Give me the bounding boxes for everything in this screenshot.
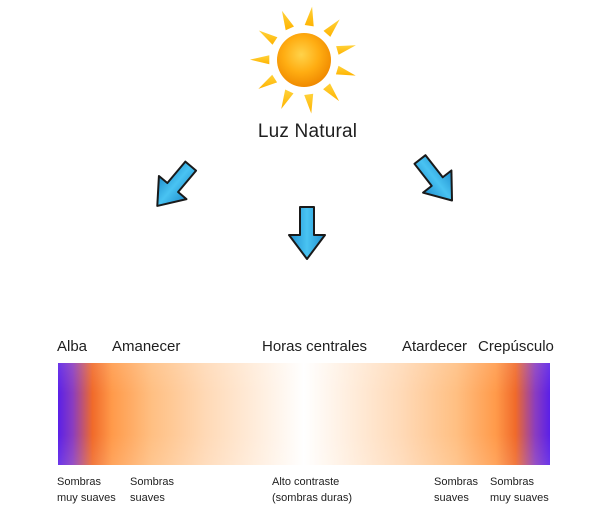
sun-ray [323,83,340,102]
sun-ray [281,10,294,31]
period-label-crepusculo: Crepúsculo [478,338,554,355]
note-line: Sombras [130,476,175,488]
sun-core [277,33,331,87]
daylight-gradient-bar [58,363,550,465]
note-line: muy suaves [490,492,549,504]
sun-ray [335,65,356,76]
sun-ray [304,93,314,114]
arrow-down-right-icon [403,146,469,215]
period-label-alba: Alba [57,338,88,355]
note-line: Sombras [434,476,479,488]
note-line: muy suaves [57,492,116,504]
arrow-down-icon [287,205,327,261]
arrow-down-left-icon [141,152,208,221]
note-alba: Sombras muy suaves [57,474,116,506]
sun-ray [250,55,270,65]
sun-ray [336,45,356,55]
note-line: suaves [130,492,165,504]
note-horas-centrales: Alto contraste (sombras duras) [272,474,352,506]
note-line: (sombras duras) [272,492,353,504]
note-line: Sombras [490,476,535,488]
note-atardecer: Sombras suaves [434,474,478,506]
note-amanecer: Sombras suaves [130,474,174,506]
period-label-horas-centrales: Horas centrales [262,338,368,355]
note-line: suaves [434,492,469,504]
sun-ray [258,74,278,89]
note-line: Alto contraste [272,476,340,488]
note-line: Sombras [57,476,102,488]
sun-ray [281,89,294,109]
sun-ray [304,6,314,27]
note-crepusculo: Sombras muy suaves [490,474,549,506]
sun-ray [323,19,340,37]
period-label-atardecer: Atardecer [402,338,468,355]
sun-icon [246,2,362,118]
diagram-title: Luz Natural [257,121,358,142]
sun-ray [258,30,278,45]
period-label-amanecer: Amanecer [112,338,181,355]
